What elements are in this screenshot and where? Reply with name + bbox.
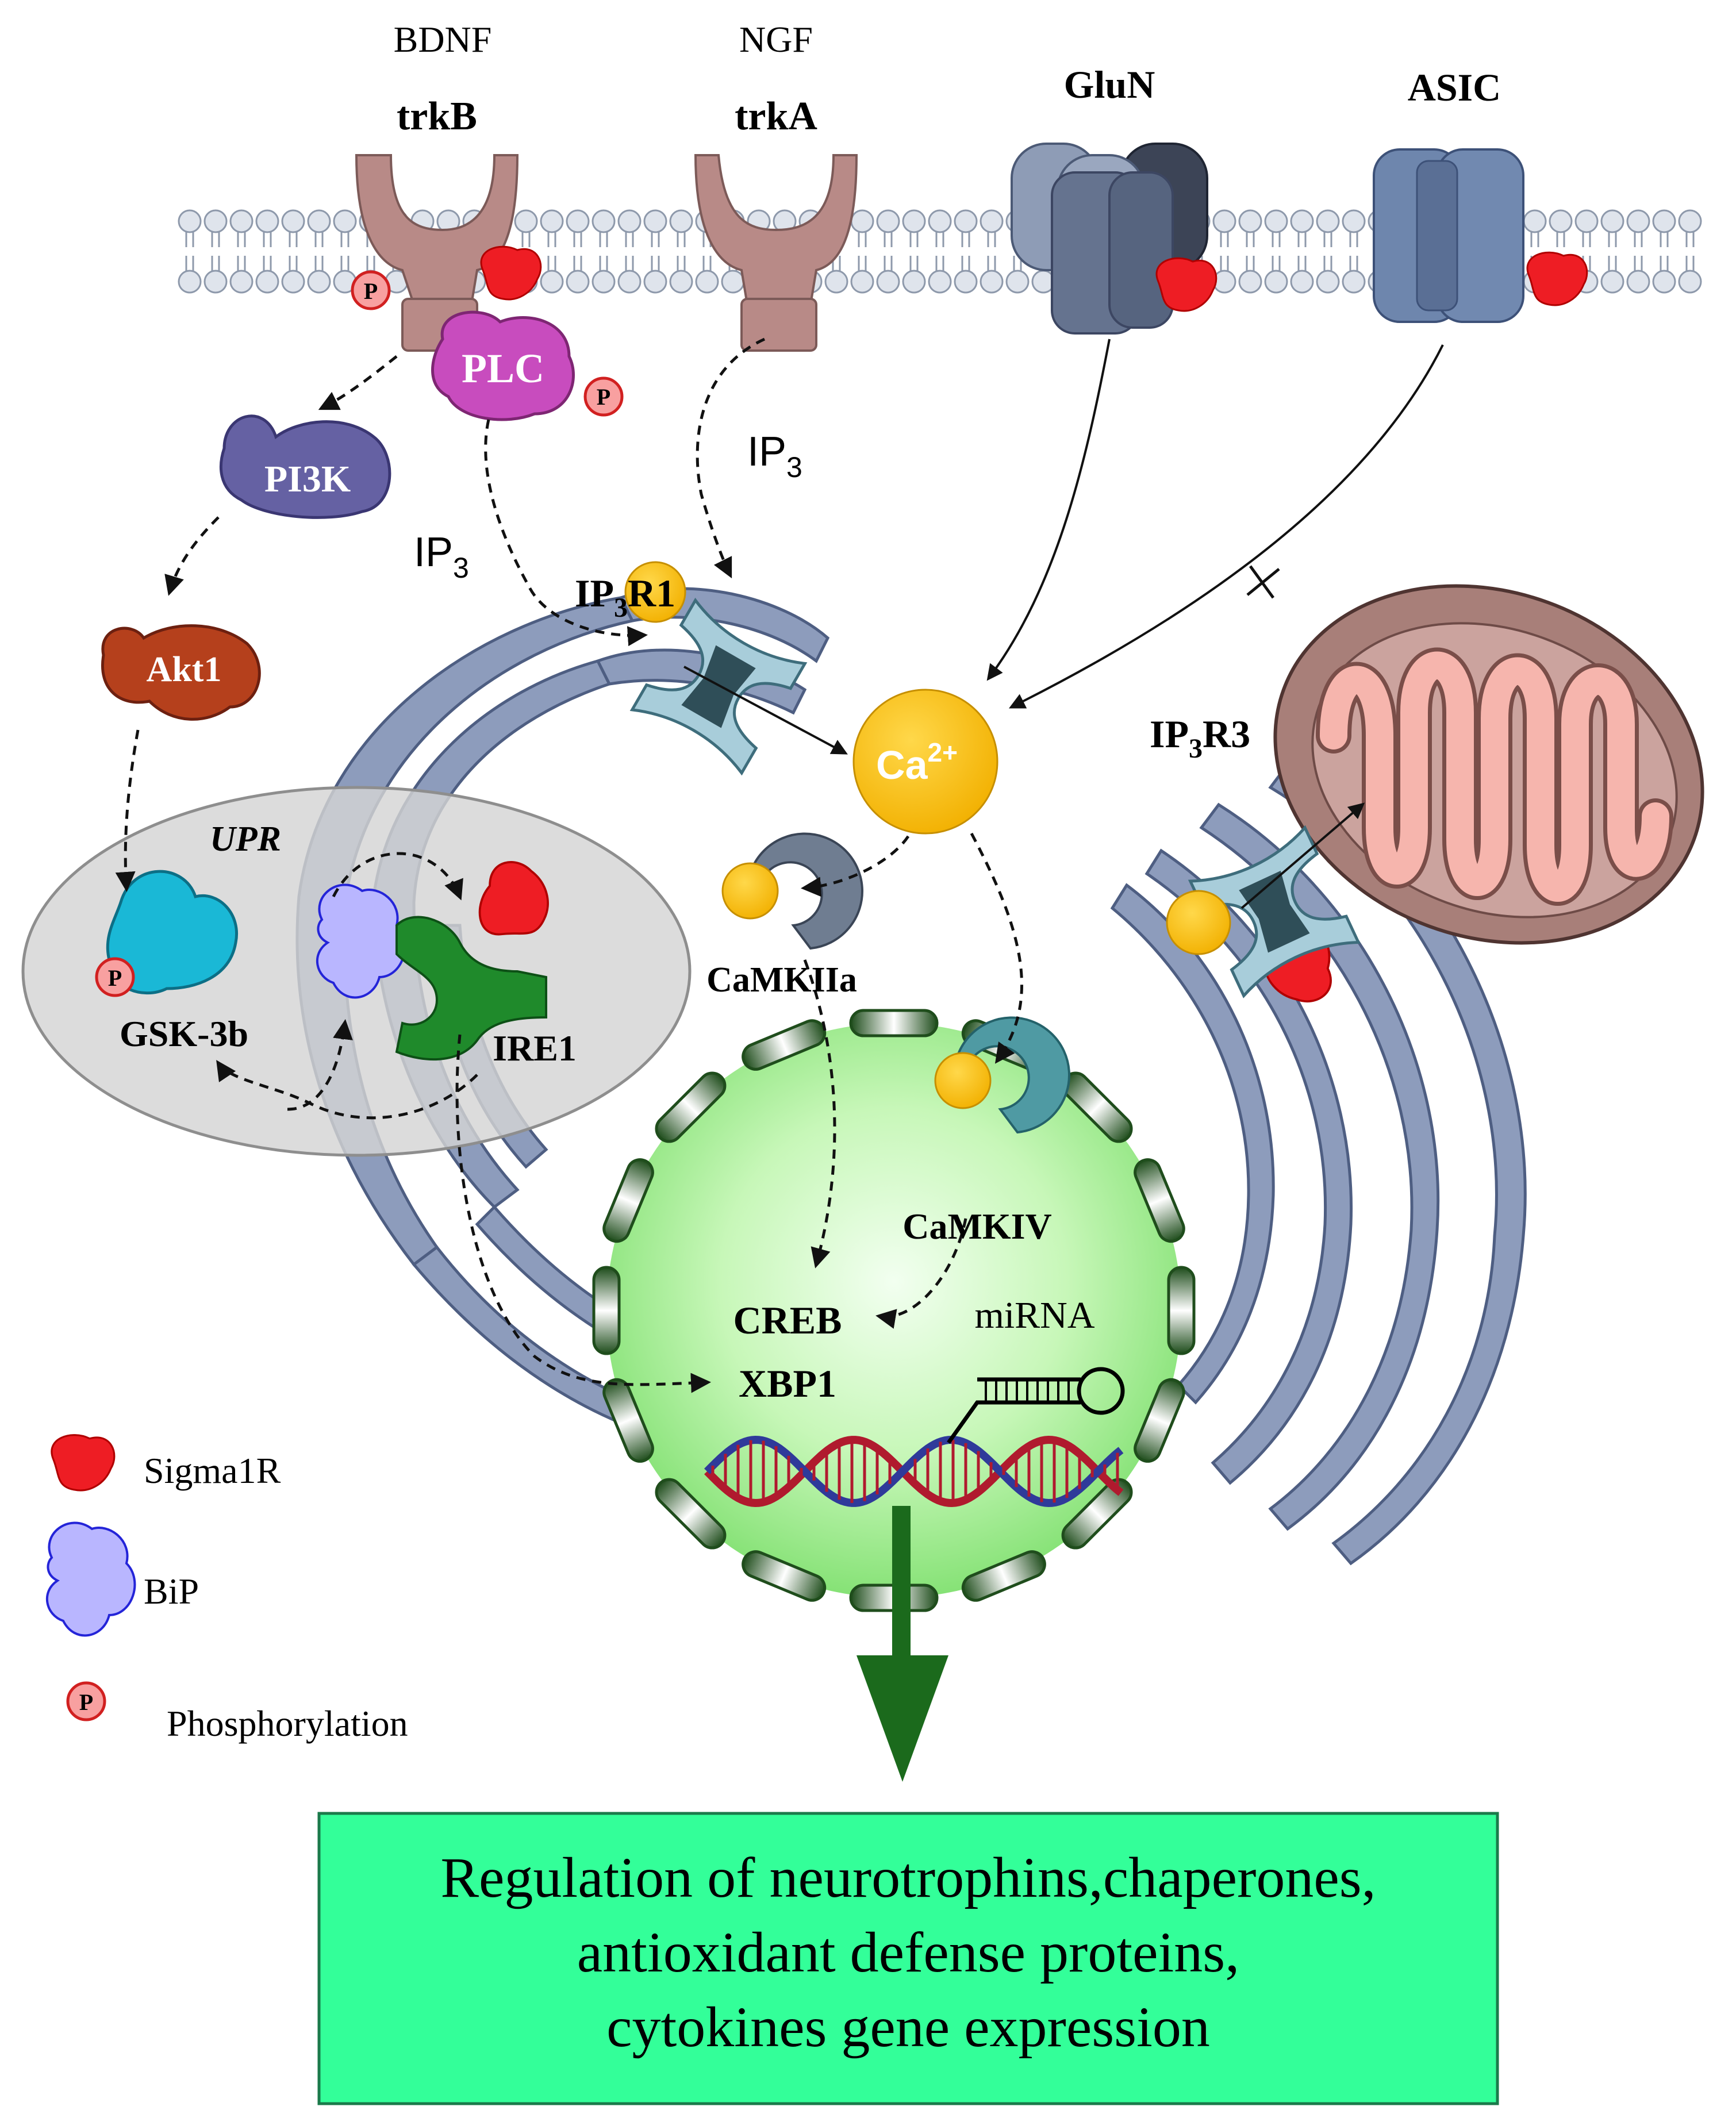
trka-label: trkA: [735, 94, 817, 139]
sigma1r-at-asic: [1526, 251, 1588, 306]
ip3r3-label: IP3R3: [1150, 712, 1250, 764]
pi3k-enzyme: [220, 414, 391, 519]
expression-output-arrow: [857, 1506, 948, 1782]
legend-bip-shape: [46, 1521, 136, 1637]
outcome-line-3: cytokines gene expression: [606, 1995, 1210, 2059]
phospho-p-gsk3b: P: [108, 965, 122, 991]
legend-phospho-p: P: [79, 1689, 93, 1715]
ire1-label: IRE1: [493, 1028, 577, 1068]
camkiia-kinase: [721, 832, 863, 950]
solid-arrows: [683, 339, 1444, 909]
asic-channel: [1373, 148, 1524, 323]
bip-chaperone: [316, 883, 406, 999]
mitochondrion: [1273, 584, 1704, 945]
glun-label: GluN: [1064, 63, 1155, 106]
phospho-p-plc: P: [597, 384, 610, 410]
phospho-p-trkb: P: [364, 278, 378, 304]
trka-receptor: [694, 154, 858, 352]
calcium-ion-cytosol: [852, 689, 998, 835]
dna-helix: [704, 1435, 1124, 1508]
creb-label: CREB: [733, 1298, 842, 1342]
outcome-line-2: antioxidant defense proteins,: [577, 1920, 1239, 1984]
ngf-label: NGF: [739, 19, 813, 60]
outcome-line-1: Regulation of neurotrophins,chaperones,: [440, 1846, 1376, 1909]
asic-label: ASIC: [1408, 66, 1501, 109]
calcium-ion-ip3r3: [1166, 890, 1231, 955]
upr-label: UPR: [210, 820, 281, 859]
legend-sigma1r-label: Sigma1R: [144, 1450, 281, 1491]
mirna-hairpin: [947, 1367, 1125, 1444]
camkiia-label: CaMKIIa: [706, 960, 857, 1000]
xbp1-label: XBP1: [739, 1362, 836, 1405]
legend-bip-label: BiP: [144, 1571, 199, 1612]
pi3k-label: PI3K: [264, 458, 351, 500]
akt1-label: Akt1: [147, 650, 222, 689]
ire1-sensor: [395, 916, 547, 1061]
ip3-label-plc: IP3: [414, 529, 469, 584]
ip3r3-channel: [1188, 825, 1361, 998]
sigma1r-at-glun: [1155, 257, 1217, 312]
ip3r1-label: IP3R1: [575, 571, 675, 623]
calcium-label: Ca2+: [876, 737, 958, 787]
ip3r1-channel: [629, 597, 808, 776]
signal-arrows: [115, 337, 1023, 1393]
ip3-label-trka: IP3: [747, 429, 802, 483]
trkb-label: trkB: [397, 94, 477, 139]
akt1-enzyme: [101, 624, 261, 721]
legend-phosphorylation-label: Phosphorylation: [167, 1703, 408, 1744]
plc-label: PLC: [462, 345, 544, 391]
legend-sigma1r-shape: [51, 1434, 116, 1492]
bdnf-label: BDNF: [394, 19, 492, 60]
glun-receptor: [1011, 143, 1208, 335]
calcium-ion-ip3r1: [624, 561, 686, 623]
camkiv-label: CaMKIV: [902, 1206, 1052, 1247]
outcome-box: [317, 1812, 1499, 2105]
mirna-label: miRNA: [974, 1294, 1094, 1336]
plc-enzyme: [431, 310, 575, 421]
gsk3b-label: GSK-3b: [120, 1013, 248, 1054]
